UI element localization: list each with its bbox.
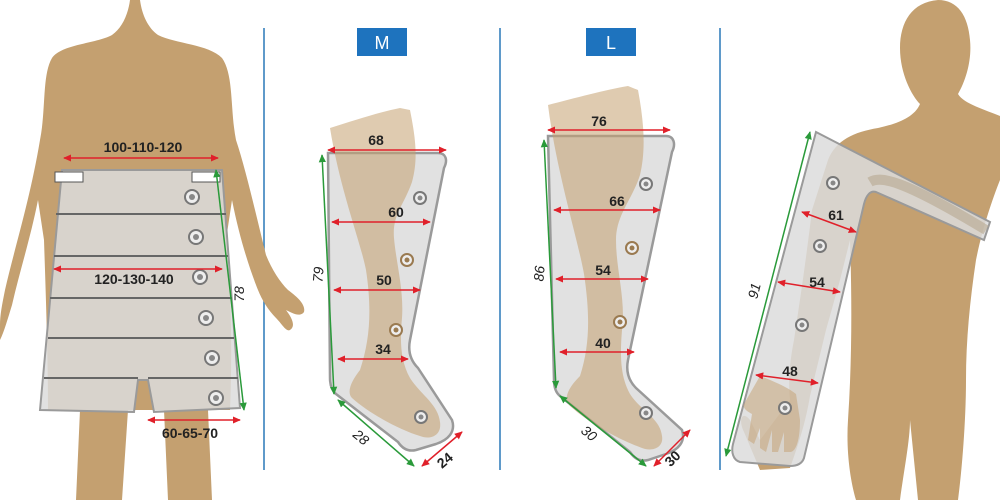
arm-shoulder-strap: [867, 174, 989, 235]
air-valve-icon: [389, 323, 403, 337]
air-valve-icon: [204, 350, 220, 366]
air-valve-icon: [795, 318, 809, 332]
leg-l-mid-label: 54: [595, 262, 611, 278]
leg-l-length-label: 86: [530, 265, 547, 282]
air-valve-icon: [639, 177, 653, 191]
air-valve-icon: [813, 239, 827, 253]
air-valve-icon: [826, 176, 840, 190]
air-valve-icon: [198, 310, 214, 326]
leg-l-panel: L 76 66 54 40 86 30 30: [530, 28, 691, 470]
pants-thigh-label: 60-65-70: [162, 425, 218, 441]
pants-tab-left: [54, 171, 84, 183]
arm-upper-label: 61: [828, 207, 844, 223]
air-valve-icon: [208, 390, 224, 406]
leg-m-upper-label: 60: [388, 204, 404, 220]
pants-length-line: [213, 169, 247, 411]
size-badge-l-label: L: [606, 33, 616, 53]
leg-m-foot-line: [337, 399, 415, 467]
leg-m-ankle-label: 34: [375, 341, 391, 357]
air-valve-icon: [625, 241, 639, 255]
air-valve-icon: [184, 189, 200, 205]
pants-hip-label: 120-130-140: [94, 271, 174, 287]
leg-l-ankle-label: 40: [595, 335, 611, 351]
air-valve-icon: [613, 315, 627, 329]
leg-l-foot-line: [559, 395, 647, 467]
air-valve-icon: [639, 406, 653, 420]
leg-l-top-label: 76: [591, 113, 607, 129]
pants-garment: [38, 169, 242, 414]
leg-l-length-line: [540, 139, 560, 389]
pants-length-label: 78: [231, 286, 247, 302]
leg-m-foot-label: 28: [349, 425, 372, 448]
arm-panel: 61 54 48 91: [724, 0, 1000, 500]
arm-length-label: 91: [745, 281, 764, 300]
leg-m-panel: M 68 60 50 34 79 28 24: [309, 28, 463, 471]
air-valve-icon: [192, 269, 208, 285]
pants-waist-label: 100-110-120: [104, 139, 183, 155]
pants-panel: 100-110-120 120-130-140 60-65-70 78: [0, 0, 305, 500]
air-valve-icon: [413, 191, 427, 205]
leg-m-toe-line: [421, 431, 463, 467]
leg-m-top-label: 68: [368, 132, 384, 148]
size-badge-l: [586, 28, 636, 56]
leg-m-silhouette: [330, 108, 441, 438]
air-valve-icon: [414, 410, 428, 424]
leg-l-silhouette: [548, 86, 663, 450]
arm-length-line: [724, 131, 812, 457]
air-valve-icon: [778, 401, 792, 415]
size-badge-m-label: M: [375, 33, 390, 53]
size-badge-m: [357, 28, 407, 56]
leg-m-mid-label: 50: [376, 272, 392, 288]
air-valve-icon: [400, 253, 414, 267]
air-valve-icon: [188, 229, 204, 245]
leg-l-toe-line: [653, 429, 691, 467]
arm-mid-label: 54: [809, 274, 825, 290]
arm-wrist-label: 48: [782, 363, 798, 379]
leg-m-length-label: 79: [309, 266, 326, 283]
leg-l-upper-label: 66: [609, 193, 625, 209]
leg-m-length-line: [318, 154, 338, 395]
